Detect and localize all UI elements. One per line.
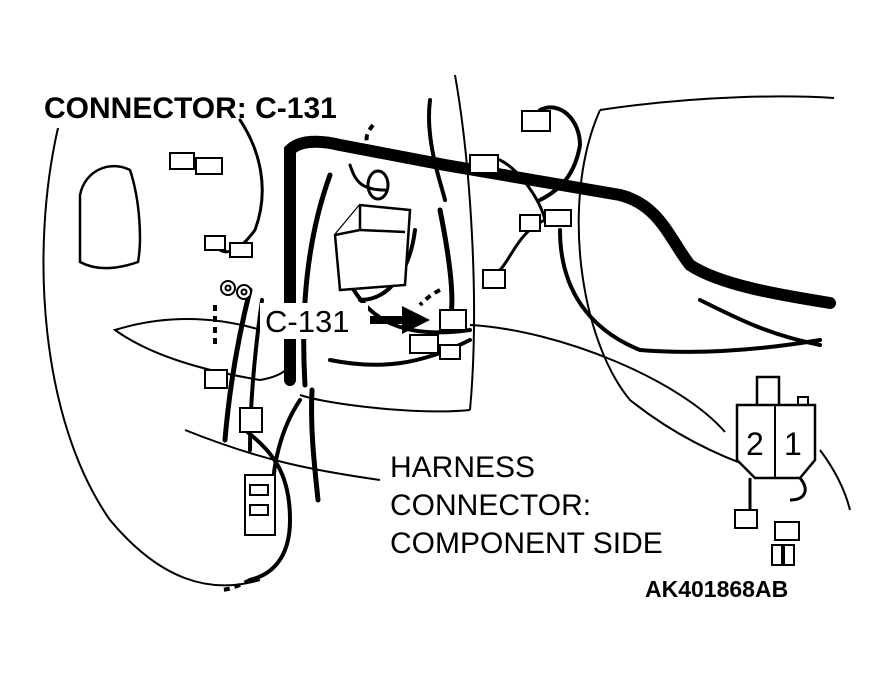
- component-side-note: HARNESS CONNECTOR: COMPONENT SIDE: [390, 451, 663, 560]
- figure-code: AK401868AB: [645, 576, 788, 602]
- dashed-wires: [213, 123, 441, 592]
- callout-arrow: [370, 306, 430, 334]
- dash-opening: [78, 164, 142, 270]
- connector-detail: 2 1: [735, 375, 817, 480]
- connector-wire: [748, 477, 807, 510]
- connector-pin-2: 2: [746, 426, 764, 462]
- note-line-2: CONNECTOR:: [390, 489, 591, 522]
- junction-box: [333, 203, 412, 292]
- leader-line: [469, 324, 726, 433]
- harness-connectors: [169, 110, 800, 566]
- wire-loop: [366, 169, 390, 201]
- diagram-title: CONNECTOR: C-131: [44, 92, 337, 125]
- note-line-3: COMPONENT SIDE: [390, 527, 663, 560]
- callout-label: C-131: [265, 304, 349, 339]
- ring-terminals: [220, 280, 252, 300]
- connector-pin-1: 1: [784, 426, 802, 462]
- connector-lock-tab: [755, 375, 781, 409]
- callout-label-backdrop: [260, 303, 368, 339]
- note-line-1: HARNESS: [390, 451, 535, 484]
